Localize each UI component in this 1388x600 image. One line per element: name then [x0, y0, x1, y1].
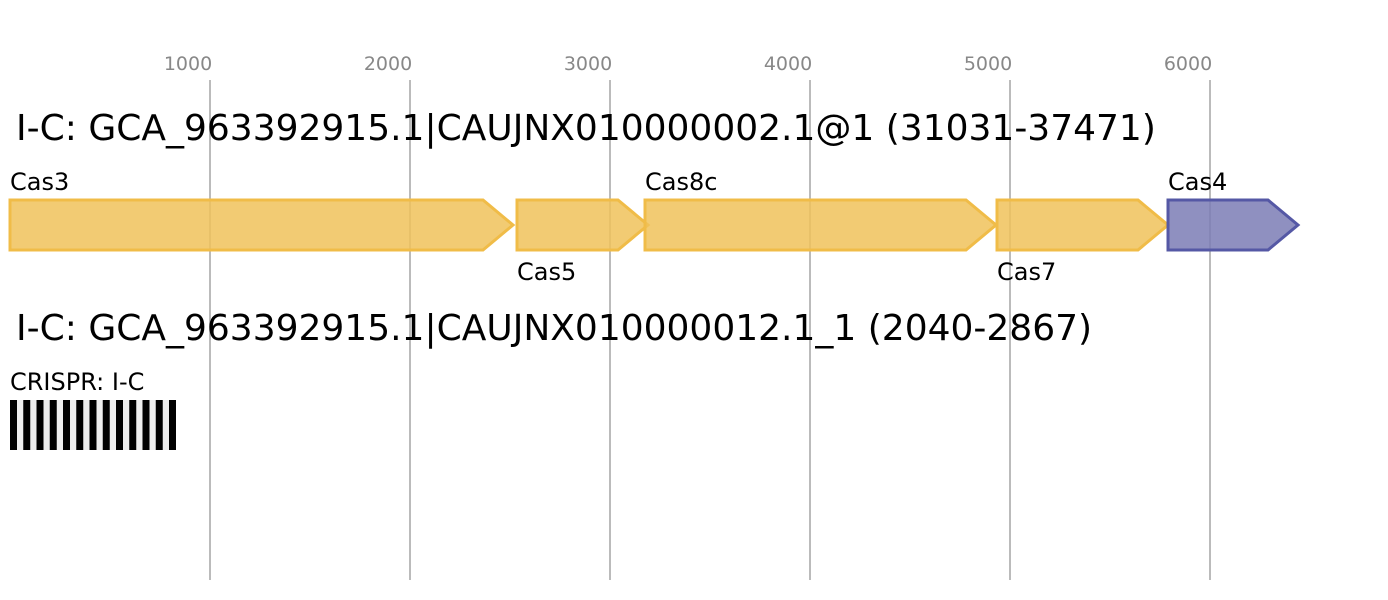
crispr-repeat	[169, 400, 176, 450]
axis-tick-label: 4000	[764, 53, 812, 75]
gene-label-cas8c: Cas8c	[645, 168, 717, 196]
crispr-repeat	[89, 400, 97, 450]
crispr-repeat	[49, 400, 57, 450]
gene-arrow-cas3[interactable]	[8, 198, 516, 252]
axis-tick-label: 2000	[364, 53, 412, 75]
crispr-repeat	[116, 400, 123, 450]
gene-label-cas3: Cas3	[10, 168, 69, 196]
crispr-repeat	[10, 400, 17, 450]
locus-1-title: I-C: GCA_963392915.1|CAUJNX010000002.1@1…	[16, 108, 1156, 149]
crispr-repeat	[129, 400, 137, 450]
axis-tick-label: 3000	[564, 53, 612, 75]
gene-arrow-cas8c[interactable]	[643, 198, 999, 252]
crispr-repeat	[102, 400, 110, 450]
crispr-repeat	[142, 400, 150, 450]
axis-tick-label: 1000	[164, 53, 212, 75]
gene-arrow-cas4[interactable]	[1166, 198, 1301, 252]
axis-tick-label: 6000	[1164, 53, 1212, 75]
axis-gridlines: 1000 2000 3000 4000 5000 6000	[164, 53, 1212, 580]
gene-arrow-cas7[interactable]	[995, 198, 1171, 252]
axis-tick-label: 5000	[964, 53, 1012, 75]
gene-arrow-cas5[interactable]	[515, 198, 651, 252]
crispr-repeat	[23, 400, 31, 450]
gene-label-cas7: Cas7	[997, 258, 1056, 286]
crispr-repeat	[76, 400, 84, 450]
crispr-repeat	[155, 400, 163, 450]
crispr-repeat	[63, 400, 70, 450]
locus-2-title: I-C: GCA_963392915.1|CAUJNX010000012.1_1…	[16, 308, 1092, 349]
crispr-label: CRISPR: I-C	[10, 368, 144, 396]
crispr-array	[10, 400, 176, 450]
gene-label-cas5: Cas5	[517, 258, 576, 286]
gene-label-cas4: Cas4	[1168, 168, 1227, 196]
crispr-repeat	[36, 400, 44, 450]
